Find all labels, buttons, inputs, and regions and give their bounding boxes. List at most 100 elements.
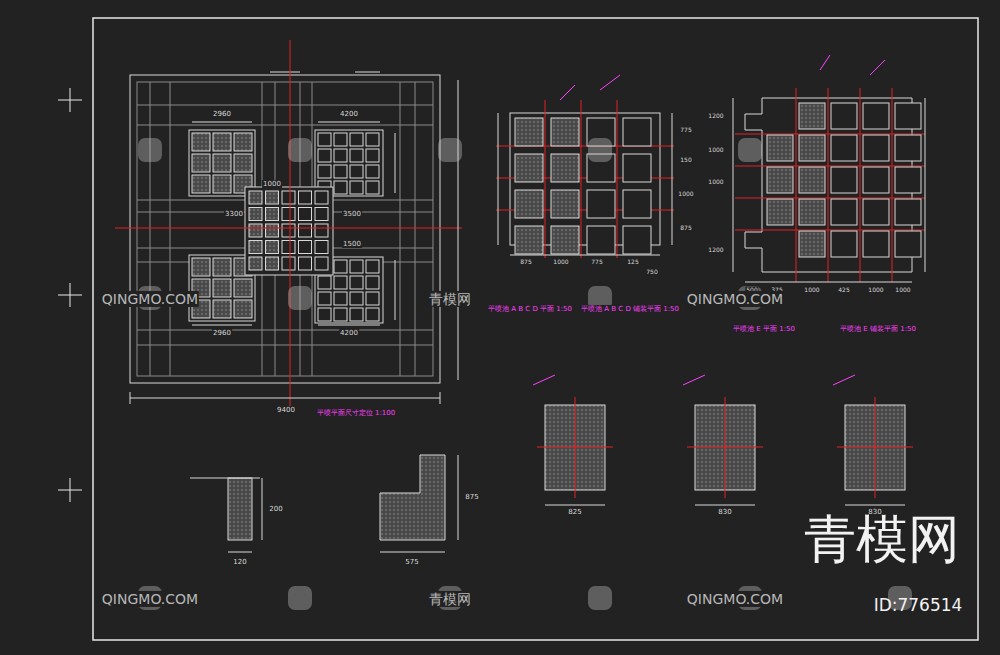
axis-line — [290, 40, 291, 410]
pool-cell — [366, 292, 379, 305]
axis-line — [860, 88, 861, 282]
pool-cell — [334, 308, 347, 321]
pool-cell — [299, 191, 312, 204]
dimension-line — [395, 260, 396, 320]
pool-cell — [799, 231, 825, 257]
pool-cell — [315, 224, 328, 237]
pool-cell — [315, 208, 328, 221]
dimension-line — [318, 325, 380, 326]
drawing-title: 平喷池 A B C D 铺装平面 1:50 — [580, 305, 680, 313]
pool-cell — [249, 191, 262, 204]
wall-top-line — [190, 478, 260, 479]
pool-cell — [551, 154, 579, 182]
dimension-line — [192, 325, 252, 326]
pool-cell — [213, 279, 231, 297]
pool-cell — [350, 292, 363, 305]
pool-cell — [551, 190, 579, 218]
margin-cross — [70, 88, 71, 112]
pool-cell — [334, 165, 347, 178]
margin-cross — [70, 478, 71, 502]
pool-cell — [350, 133, 363, 146]
pool-cell — [318, 133, 331, 146]
pool-cell — [366, 260, 379, 273]
dimension-text: 4200 — [339, 110, 359, 118]
paving-grid-line — [137, 330, 433, 331]
pool-cell — [587, 226, 615, 254]
dimension-text: 875 — [464, 493, 479, 501]
pool-outline — [315, 130, 383, 196]
pool-cell — [895, 103, 921, 129]
watermark-logo — [288, 138, 312, 162]
axis-line — [735, 134, 925, 135]
dimension-line — [192, 122, 252, 123]
drawing-line — [440, 392, 441, 404]
entrance-line — [355, 72, 380, 73]
pool-cell — [192, 133, 210, 151]
dimension-text: 1000 — [707, 147, 724, 154]
dimension-line — [130, 398, 440, 399]
pool-cell — [799, 135, 825, 161]
dimension-line — [545, 505, 605, 506]
drawing-title: 平喷平面尺寸定位 1:100 — [316, 409, 396, 417]
watermark-text: QINGMO.COM — [686, 591, 784, 607]
dimension-text: 1000 — [867, 287, 884, 294]
pool-cell — [234, 154, 252, 172]
pool-cell — [366, 308, 379, 321]
watermark-text: QINGMO.COM — [101, 291, 199, 307]
drawing-line — [130, 392, 131, 404]
pool-cell — [350, 149, 363, 162]
pool-cell — [192, 154, 210, 172]
dimension-text: 1200 — [707, 113, 724, 120]
dimension-text: 825 — [567, 508, 582, 516]
dimension-text: 1000 — [803, 287, 820, 294]
pool-cell — [366, 149, 379, 162]
dimension-line — [228, 552, 252, 553]
leader-line — [533, 375, 555, 385]
pool-cell — [895, 199, 921, 225]
dimension-line — [695, 505, 755, 506]
axis-line — [115, 228, 462, 229]
dimension-line — [380, 552, 445, 553]
pool-cell — [767, 135, 793, 161]
dimension-text: 3500 — [342, 210, 362, 218]
pool-cell — [831, 167, 857, 193]
paving-grid-line — [137, 345, 433, 346]
axis-line — [796, 88, 797, 282]
pool-cell — [299, 208, 312, 221]
pool-cell — [318, 308, 331, 321]
pool-cell — [213, 300, 231, 318]
leader-line — [820, 55, 830, 70]
pool-cell — [515, 154, 543, 182]
dimension-text: 1500 — [342, 240, 362, 248]
axis-line — [892, 88, 893, 282]
pool-cell — [366, 133, 379, 146]
dimension-text: 120 — [232, 558, 247, 566]
watermark-logo — [138, 138, 162, 162]
pool-cell — [213, 133, 231, 151]
dimension-line — [745, 282, 912, 283]
pool-cell — [299, 241, 312, 254]
dimension-text: 575 — [404, 558, 419, 566]
pool-cell — [234, 279, 252, 297]
axis-line — [545, 100, 546, 258]
pool-cell — [515, 226, 543, 254]
pool-cell — [895, 167, 921, 193]
dimension-text: 830 — [717, 508, 732, 516]
dimension-text: 750 — [645, 269, 658, 276]
drawing-title: 平喷池 A B C D 平面 1:50 — [487, 305, 573, 313]
pool-cell — [249, 257, 262, 270]
section-detail — [380, 455, 445, 540]
leader-line — [870, 60, 885, 75]
paving-grid-line — [137, 105, 433, 106]
watermark-text: QINGMO.COM — [686, 291, 784, 307]
pool-cell — [350, 308, 363, 321]
entrance-line — [270, 72, 300, 73]
dimension-text: 1000 — [552, 259, 569, 266]
pool-cell — [282, 224, 295, 237]
axis-line — [828, 88, 829, 282]
pool-cell — [315, 241, 328, 254]
pool-cell — [895, 231, 921, 257]
leader-line — [560, 85, 575, 100]
axis-line — [735, 198, 925, 199]
pool-cell — [767, 199, 793, 225]
